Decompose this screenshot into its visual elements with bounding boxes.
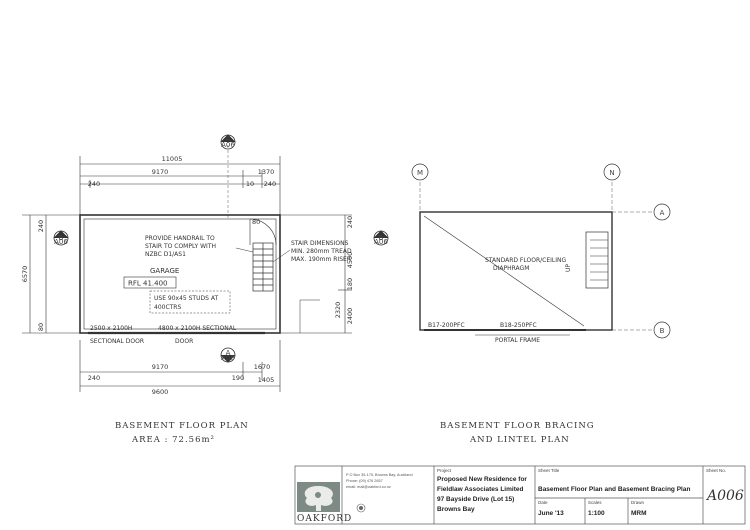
note-stair-1: STAIR DIMENSIONS <box>291 240 349 247</box>
grid-bubble-A <box>653 203 671 221</box>
project-label: Project <box>437 468 452 473</box>
opening-2: 4800 x 2100H SECTIONAL <box>158 325 237 332</box>
portal-frame: PORTAL FRAME <box>495 337 540 344</box>
title-block-text: OAKFORD P O Box 35-175, Browns Bay, Auck… <box>297 468 744 524</box>
section-ref-top: A06 <box>221 141 235 149</box>
section-marker-right <box>373 230 389 246</box>
firm-logo: OAKFORD <box>297 514 352 524</box>
grid-label-A: A <box>660 209 665 217</box>
plan-left-area: AREA : 72.56m² <box>131 435 215 445</box>
dim-bottom-mid-small: 190 <box>232 374 244 382</box>
dim-bottom-left-small: 240 <box>88 374 100 382</box>
project-line-4: Browns Bay <box>437 506 475 513</box>
oakford-logo <box>297 482 340 512</box>
sheet-title: Basement Floor Plan and Basement Bracing… <box>538 486 690 493</box>
plan-right-title-1: BASEMENT FLOOR BRACING <box>440 421 595 431</box>
drawn-value: MRM <box>631 510 647 517</box>
firm-phone: Phone: (09) 476 2657 <box>346 479 383 483</box>
door-swing <box>249 218 277 246</box>
sheet-title-label: Sheet Title <box>538 468 560 473</box>
date-value: June '13 <box>538 510 564 517</box>
note-handrail-3: NZBC D1/AS1 <box>145 251 186 258</box>
dim-top-left-small: 240 <box>88 180 100 188</box>
dim-bottom-inner: 9170 <box>152 363 169 371</box>
door-1: SECTIONAL DOOR <box>90 338 144 345</box>
drawn-label: Drawn <box>631 500 645 505</box>
section-ref-right: A06 <box>374 238 388 246</box>
firm-email: email: mail@oakford.co.nz <box>346 485 391 489</box>
grid-label-B: B <box>660 327 665 335</box>
diaphragm-line-2: DIAPHRAGM <box>493 265 529 272</box>
sheet-no-label: Sheet No. <box>706 468 726 473</box>
section-label-bottom: A <box>226 349 231 357</box>
dim-top-mid-small: 10 <box>246 180 254 188</box>
dim-left-bottom: 80 <box>37 323 45 331</box>
project-line-3: 97 Bayside Drive (Lot 15) <box>437 496 514 503</box>
dim-right-c: 2400 <box>346 308 354 325</box>
garage-inner-wall <box>83 218 277 330</box>
basement-bracing-plan-text: M N A B STANDARD FLOOR/CEILING DIAPHRAGM… <box>417 169 665 445</box>
dim-top-overall: 11005 <box>162 155 183 163</box>
section-marker-left <box>53 230 69 246</box>
dim-left-top: 240 <box>37 220 45 232</box>
rfl-label: RFL 41.400 <box>128 280 168 288</box>
section-ref-left: A06 <box>54 238 68 246</box>
section-label-top: A <box>226 135 231 143</box>
stair <box>252 242 274 292</box>
project-line-2: Fieldlaw Associates Limited <box>437 486 523 493</box>
lintel-2: B18-250PFC <box>500 322 537 329</box>
scale-value: 1:100 <box>588 510 605 517</box>
project-line-1: Proposed New Residence for <box>437 476 527 483</box>
dim-top-inner: 9170 <box>152 168 169 176</box>
firm-address: P O Box 35-175, Browns Bay, Auckland <box>346 473 413 477</box>
dim-top-right-small: 240 <box>264 180 276 188</box>
door-2: DOOR <box>175 338 193 345</box>
dim-right-a: 180 <box>346 278 354 290</box>
dim-left-overall: 6570 <box>21 266 29 283</box>
grid-bubble-N <box>603 163 621 181</box>
dim-bottom-right-b: 1405 <box>258 376 275 384</box>
stair-up: UP <box>565 264 572 272</box>
note-handrail-1: PROVIDE HANDRAIL TO <box>145 235 215 242</box>
basement-floor-plan-text: 11005 9170 1370 240 240 10 6570 240 80 2… <box>21 135 388 445</box>
plan-left-title: BASEMENT FLOOR PLAN <box>115 421 249 431</box>
section-label-right: B <box>379 234 384 242</box>
basement-bracing-plan <box>411 163 671 339</box>
note-stair-3: MAX. 190mm RISER <box>291 256 351 263</box>
title-block <box>294 465 746 525</box>
scales-label: Scales <box>588 500 602 505</box>
dim-top-right: 1370 <box>258 168 275 176</box>
stair-small: 80 <box>252 218 260 226</box>
grid-bubble-B <box>653 321 671 339</box>
dim-right-top: 240 <box>346 216 354 228</box>
note-stair-2: MIN. 280mm TREAD <box>291 248 352 255</box>
badge-icon <box>356 503 366 513</box>
grid-label-M: M <box>417 169 423 177</box>
lintel-1: B17-200PFC <box>428 322 465 329</box>
dim-bottom-overall: 9600 <box>152 388 169 396</box>
diaphragm-line-1: STANDARD FLOOR/CEILING <box>485 257 566 264</box>
dim-bottom-right-a: 1670 <box>254 363 271 371</box>
note-studs-2: 400CTRS <box>154 304 181 311</box>
dim-right-b: 2320 <box>334 302 342 319</box>
dim-right-mid: 4500 <box>346 252 354 269</box>
grid-label-N: N <box>609 169 614 177</box>
plan-right-title-2: AND LINTEL PLAN <box>469 435 570 445</box>
room-label: GARAGE <box>150 267 179 275</box>
date-label: Date <box>538 500 548 505</box>
note-studs-1: USE 90x45 STUDS AT <box>154 295 218 302</box>
sheet-no: A006 <box>705 488 744 504</box>
grid-bubble-M <box>411 163 429 181</box>
basement-floor-plan <box>22 134 389 392</box>
opening-1: 2500 x 2100H <box>90 325 132 332</box>
section-ref-bottom: A06 <box>221 354 235 362</box>
diaphragm-diagonal <box>423 215 585 327</box>
bracing-stair-void <box>585 231 609 289</box>
note-handrail-2: STAIR TO COMPLY WITH <box>145 243 216 250</box>
section-label-left: B <box>59 234 64 242</box>
